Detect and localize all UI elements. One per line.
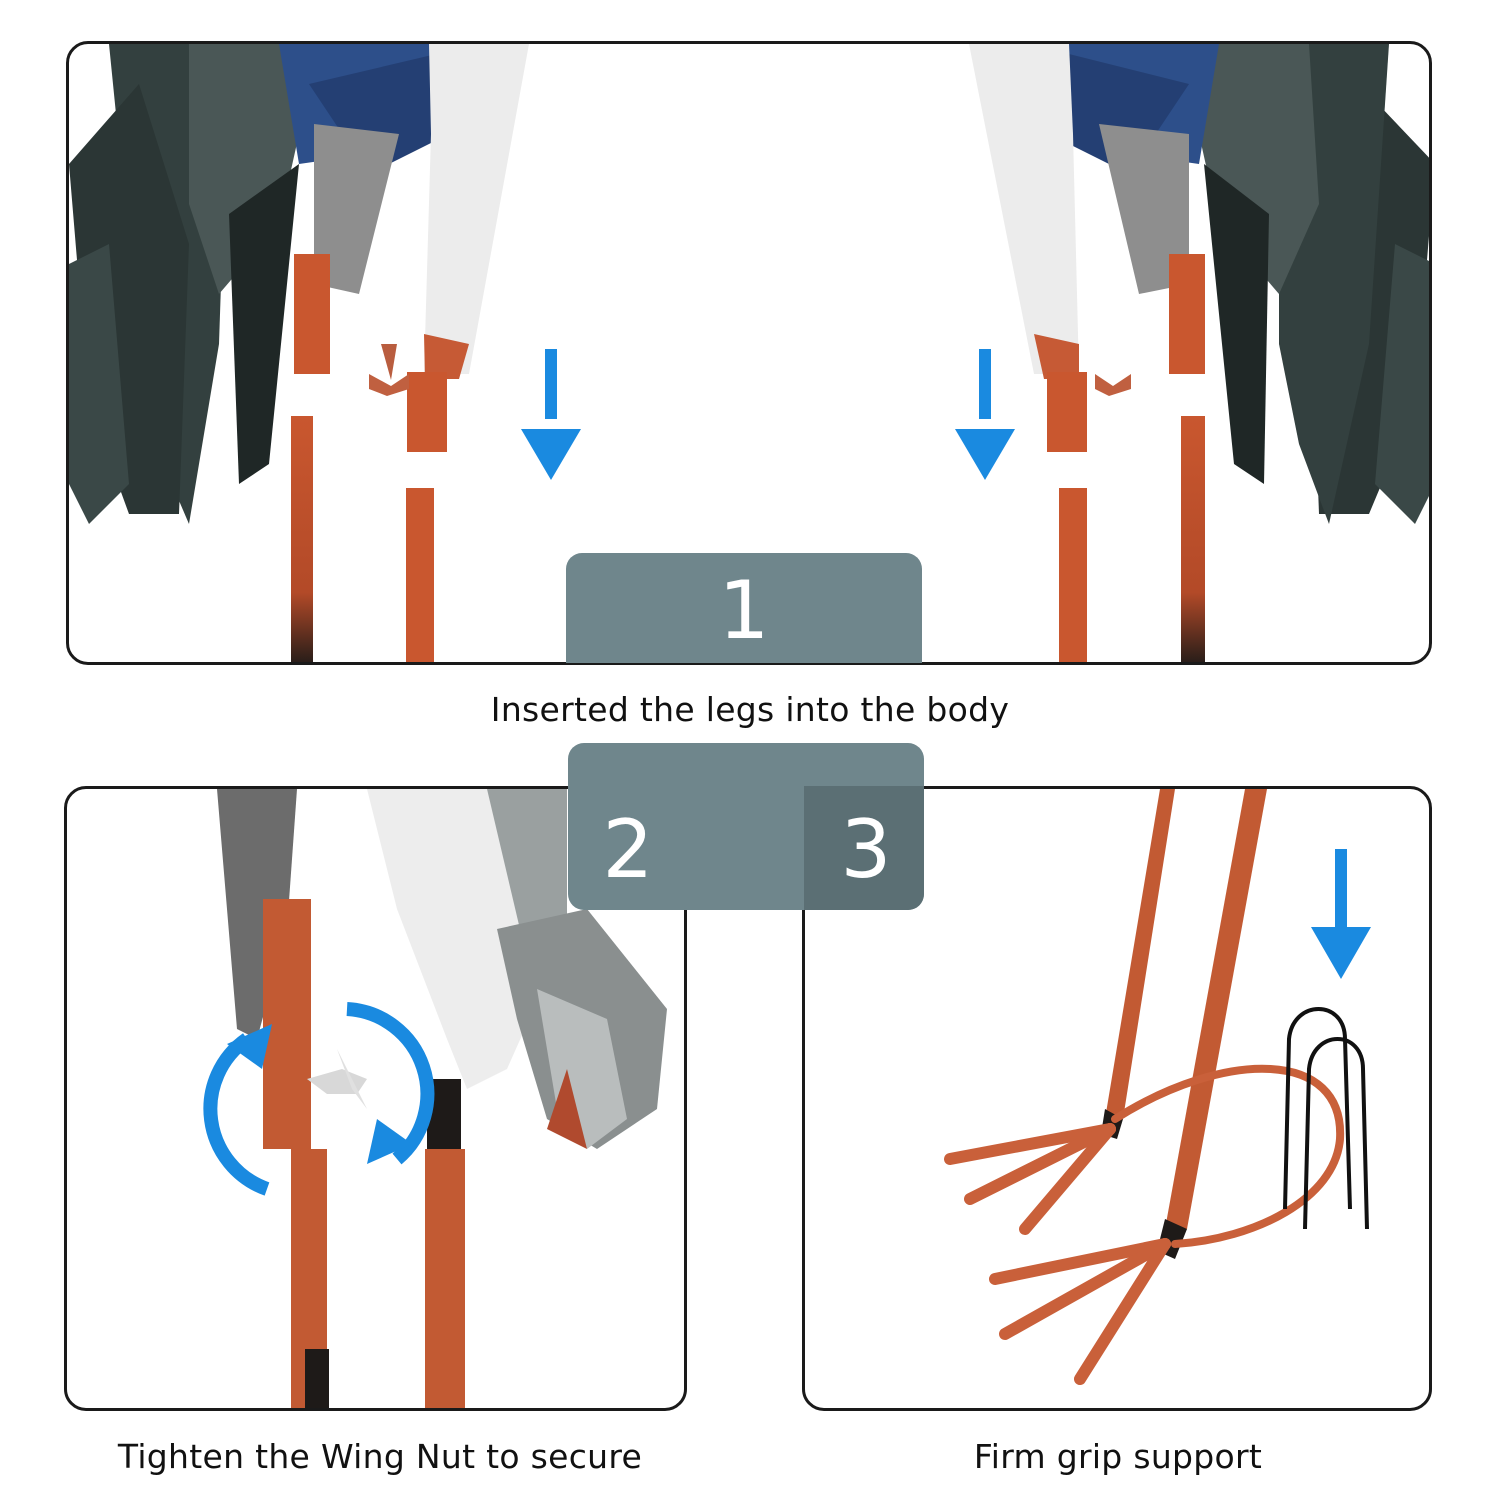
step-3-caption: Firm grip support xyxy=(973,1437,1263,1476)
wing-nut-icon xyxy=(369,344,409,396)
step-1-badge: 1 xyxy=(566,553,922,663)
upper-leg-left xyxy=(263,899,311,1149)
left-bird-body xyxy=(291,44,529,662)
bird-underside xyxy=(217,789,667,1149)
rotate-clockwise-icon xyxy=(203,1002,435,1196)
lower-leg-right xyxy=(425,1149,465,1408)
down-arrow-icon xyxy=(955,349,1015,480)
left-lower-leg-b xyxy=(406,488,434,662)
step-2-3-badges: 2 3 xyxy=(568,743,924,910)
step-1-panel xyxy=(66,41,1432,665)
right-bird-body xyxy=(969,44,1205,662)
step-3-badge-overlap xyxy=(804,786,924,910)
left-upper-leg-a xyxy=(294,254,330,374)
wing-nut-icon xyxy=(307,1049,367,1109)
bird-feet xyxy=(944,1064,1345,1385)
right-upper-leg-a xyxy=(1169,254,1205,374)
left-lower-leg-a xyxy=(291,416,313,662)
step-3-illustration xyxy=(944,789,1371,1385)
step-3-badge: 3 xyxy=(840,803,892,896)
step-2-illustration xyxy=(203,789,667,1408)
ground-stake-icon xyxy=(1283,1007,1369,1230)
left-upper-leg-b xyxy=(407,372,447,452)
right-bird-wing xyxy=(1019,44,1429,524)
step-2-badge: 2 xyxy=(602,803,654,896)
stake-legs xyxy=(1101,789,1267,1259)
right-upper-leg-b xyxy=(1047,372,1087,452)
down-arrow-icon xyxy=(521,349,581,480)
right-lower-leg-a xyxy=(1181,416,1205,662)
step-2-caption: Tighten the Wing Nut to secure xyxy=(117,1437,643,1476)
step-1-caption: Inserted the legs into the body xyxy=(490,690,1010,729)
step-1-illustration xyxy=(69,44,1429,662)
right-lower-leg-b xyxy=(1059,488,1087,662)
down-arrow-icon xyxy=(1311,849,1371,979)
